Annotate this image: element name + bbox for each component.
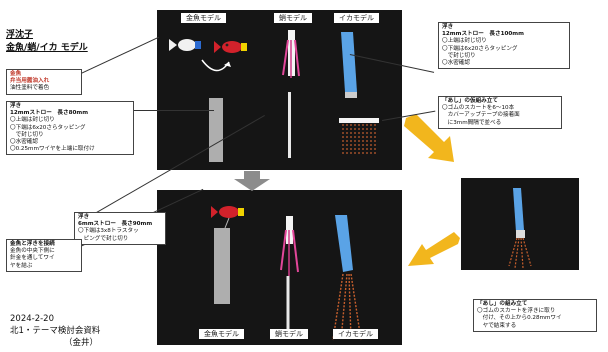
note-float80-l3: で封じ切り xyxy=(10,131,44,138)
top-photo-scene xyxy=(169,30,379,162)
note-goldfish-h1: 金魚 xyxy=(10,71,22,77)
orange-rubber-skirt xyxy=(342,124,376,155)
straw-12mm-80 xyxy=(209,98,223,162)
note-legs-prep-l3: に3mm間隔で並べる xyxy=(442,119,502,126)
goldfish-float-assembled xyxy=(211,206,244,304)
note-legs-assembly-h1: 「あし」の組み立て xyxy=(477,301,528,307)
bottom-label-octopus: 蛸モデル xyxy=(270,329,308,339)
note-float90-h2: 6mmストロー 長さ90mm xyxy=(78,221,153,228)
note-legs-prep-l1: 〇ゴムのスカートを6～10本 xyxy=(442,105,515,112)
note-legs-assembly-l2: 付け、その上から0.28mmワイ xyxy=(477,315,562,322)
footer-date: 2024-2-20 xyxy=(10,314,54,324)
top-label-squid: イカモデル xyxy=(334,13,379,23)
footer: 2024-2-20 北1・テーマ検討会資料 （金井） xyxy=(10,313,100,349)
bottom-label-goldfish: 金魚モデル xyxy=(199,329,244,339)
note-float90-h1: 浮き xyxy=(78,214,90,220)
bottom-label-squid: イカモデル xyxy=(333,329,378,339)
note-float90: 浮き 6mmストロー 長さ90mm 〇下端は3x8トラスタッ ピングで封じ切り xyxy=(74,212,166,245)
note-float100-l2: 〇下端は6x20さらタッピング xyxy=(442,45,518,52)
connector-float80 xyxy=(86,110,214,111)
note-legs-assembly: 「あし」の組み立て 〇ゴムのスカートを浮きに取り 付け、その上から0.28mmワ… xyxy=(473,299,597,332)
goldfish-white-model xyxy=(169,39,201,51)
note-legs-prep-h1: 「あし」の仮組み立て xyxy=(442,98,498,104)
octopus-assembled xyxy=(280,216,299,330)
arrow-down-icon xyxy=(234,171,270,191)
note-float80-l4: 〇水密確認 xyxy=(10,139,38,146)
note-connect: 金魚と浮きを接続 金魚の中央下側に 針金を通してワイ ヤを結ぶ xyxy=(6,239,82,272)
title-line-2: 金魚/蛸/イカ モデル xyxy=(6,43,88,53)
note-connect-l2: 針金を通してワイ xyxy=(10,255,55,262)
legs-tape xyxy=(339,118,379,123)
top-label-octopus: 蛸モデル xyxy=(274,13,312,23)
note-float90-l2: ピングで封じ切り xyxy=(78,235,129,242)
top-label-goldfish: 金魚モデル xyxy=(181,13,226,23)
octopus-model xyxy=(282,30,300,78)
note-connect-l3: ヤを結ぶ xyxy=(10,262,33,269)
note-float90-l1: 〇下端は3x8トラスタッ xyxy=(78,228,139,235)
note-goldfish: 金魚 弁当用醤油入れ 油性塗料で着色 xyxy=(6,69,82,95)
note-float100-l4: 〇水密確認 xyxy=(442,60,470,67)
note-legs-prep-l2: カバーアップテープの接着面 xyxy=(442,112,520,119)
note-connect-l1: 金魚の中央下側に xyxy=(10,248,55,255)
yellow-arrow-left-down-icon xyxy=(408,232,460,266)
note-float100-l1: 〇上端は封じ切り xyxy=(442,38,487,45)
note-float80-h2: 12mmストロー 長さ80mm xyxy=(10,110,89,117)
bottom-photo-scene xyxy=(211,206,362,341)
note-float80: 浮き 12mmストロー 長さ80mm 〇上端は封じ切り 〇下端は6x20さらタッ… xyxy=(6,101,134,156)
note-float100-h1: 浮き xyxy=(442,24,454,30)
note-legs-assembly-l3: ヤで結束する xyxy=(477,322,517,329)
note-legs-prep: 「あし」の仮組み立て 〇ゴムのスカートを6～10本 カバーアップテープの接着面 … xyxy=(438,96,562,129)
footer-author: （金井） xyxy=(64,338,99,348)
note-float100: 浮き 12mmストロー 長さ100mm 〇上端は封じ切り 〇下端は6x20さらタ… xyxy=(438,22,570,70)
page-title: 浮沈子 金魚/蛸/イカ モデル xyxy=(6,27,88,53)
yellow-arrow-right-down-icon xyxy=(404,114,454,162)
straw-6mm-90 xyxy=(288,92,291,158)
note-float80-l1: 〇上端は封じ切り xyxy=(10,117,55,124)
note-legs-assembly-l1: 〇ゴムのスカートを浮きに取り xyxy=(477,308,556,315)
title-line-1: 浮沈子 xyxy=(6,30,34,40)
top-photo: 金魚モデル 蛸モデル イカモデル xyxy=(157,10,402,170)
note-goldfish-h2: 弁当用醤油入れ xyxy=(10,78,50,85)
right-photo-scene xyxy=(508,188,532,269)
note-float100-h2: 12mmストロー 長さ100mm xyxy=(442,31,524,38)
squid-assembled xyxy=(332,215,362,341)
note-float80-h1: 浮き xyxy=(10,103,22,109)
note-connect-h1: 金魚と浮きを接続 xyxy=(10,241,55,247)
note-float100-l3: で封じ切り xyxy=(442,52,476,59)
bottom-photo: 金魚モデル 蛸モデル イカモデル xyxy=(157,190,402,345)
note-float80-l5: 〇0.25mmワイヤを上端に取付け xyxy=(10,146,95,153)
right-photo xyxy=(461,178,579,270)
note-goldfish-l1: 油性塗料で着色 xyxy=(10,85,50,92)
squid-model xyxy=(341,32,357,98)
footer-meeting: 北1・テーマ検討会資料 xyxy=(10,326,101,336)
goldfish-red-model xyxy=(214,41,247,53)
note-float80-l2: 〇下端は6x20さらタッピング xyxy=(10,124,86,131)
